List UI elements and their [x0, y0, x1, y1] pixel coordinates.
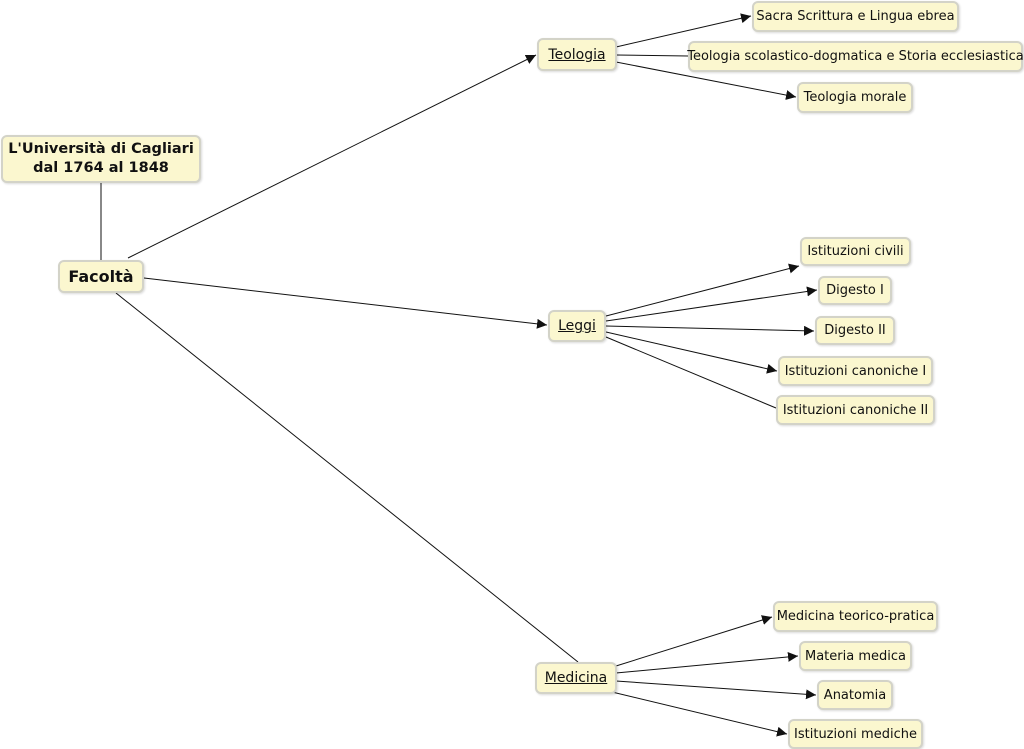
subject-node: Istituzioni mediche — [788, 719, 923, 749]
edge-teologia-morale — [615, 61, 797, 100]
subject-node: Istituzioni civili — [800, 237, 911, 266]
subject-node: Teologia morale — [797, 82, 913, 113]
edge-teologia-sacra — [615, 13, 752, 48]
subject-node: Sacra Scrittura e Lingua ebrea — [752, 1, 959, 32]
edge-leggi-canoniche-i — [605, 331, 778, 374]
edge-medicina-istituzioni — [611, 691, 788, 737]
edge-leggi-digesto-i — [605, 286, 818, 322]
edge-leggi-canoniche-ii — [605, 336, 777, 409]
edge-leggi-digesto-ii — [605, 325, 815, 336]
edge-medicina-anatomia — [615, 680, 817, 700]
edge-medicina-teorico — [615, 615, 773, 667]
edge-hub-medicina — [115, 292, 579, 663]
subject-node: Teologia scolastico-dogmatica e Storia e… — [687, 41, 1024, 72]
edge-hub-leggi — [143, 277, 548, 329]
subject-node: Digesto I — [818, 276, 892, 305]
subject-node: Medicina teorico-pratica — [773, 601, 938, 632]
faculty-node-teologia[interactable]: Teologia — [537, 38, 617, 71]
subject-node: Digesto II — [815, 316, 895, 345]
subject-node: Istituzioni canoniche II — [776, 395, 935, 425]
faculty-node-leggi[interactable]: Leggi — [548, 310, 606, 342]
subject-node: Anatomia — [817, 680, 893, 710]
hub-node-facolta: Facoltà — [58, 260, 144, 293]
subject-node: Materia medica — [799, 641, 912, 671]
faculty-node-medicina[interactable]: Medicina — [535, 662, 617, 694]
edge-hub-teologia — [127, 54, 537, 259]
subject-node: Istituzioni canoniche I — [778, 356, 933, 386]
edge-medicina-materia — [615, 651, 799, 674]
root-node: L'Università di Cagliari dal 1764 al 184… — [1, 135, 201, 183]
edge-leggi-istituzioni-civili — [605, 263, 800, 317]
edge-teologia-scolastico — [615, 54, 689, 57]
